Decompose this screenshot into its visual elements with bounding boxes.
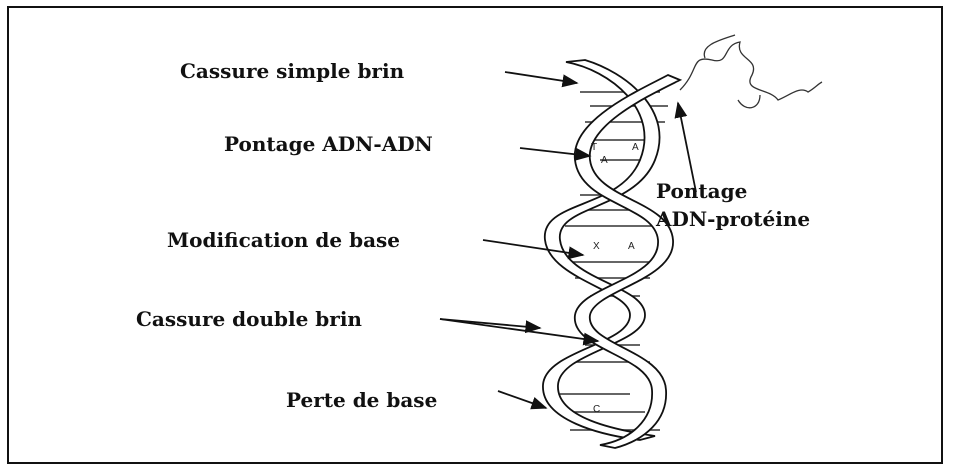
base-letter-x: X xyxy=(593,241,600,252)
label-double-strand-break: Cassure double brin xyxy=(136,307,362,331)
arrow-double-strand-break-2 xyxy=(439,318,600,346)
base-letter-t: T xyxy=(591,142,597,153)
base-letter-a3: A xyxy=(628,241,635,252)
helix-strand-b xyxy=(574,74,683,449)
label-dna-protein-crosslink-line2: ADN-protéine xyxy=(656,207,811,231)
arrow-base-loss xyxy=(497,390,548,410)
label-single-strand-break: Cassure simple brin xyxy=(180,59,405,83)
base-letter-a1: A xyxy=(632,142,639,153)
label-base-modification: Modification de base xyxy=(167,228,401,252)
label-base-loss: Perte de base xyxy=(286,388,438,412)
label-dna-protein-crosslink-line1: Pontage xyxy=(656,179,748,203)
protein-squiggle xyxy=(679,34,823,109)
arrow-dna-dna-crosslink xyxy=(519,147,592,161)
helix-strand-a xyxy=(542,59,661,441)
arrow-single-strand-break xyxy=(504,71,579,88)
pointer-arrows xyxy=(439,71,697,410)
diagram-frame xyxy=(7,6,943,464)
base-letter-a2: A xyxy=(601,155,608,166)
arrow-base-modification xyxy=(482,239,585,260)
base-letter-c: C xyxy=(593,404,600,415)
arrow-dna-protein-crosslink xyxy=(674,101,697,193)
label-dna-dna-crosslink: Pontage ADN-ADN xyxy=(224,132,433,156)
